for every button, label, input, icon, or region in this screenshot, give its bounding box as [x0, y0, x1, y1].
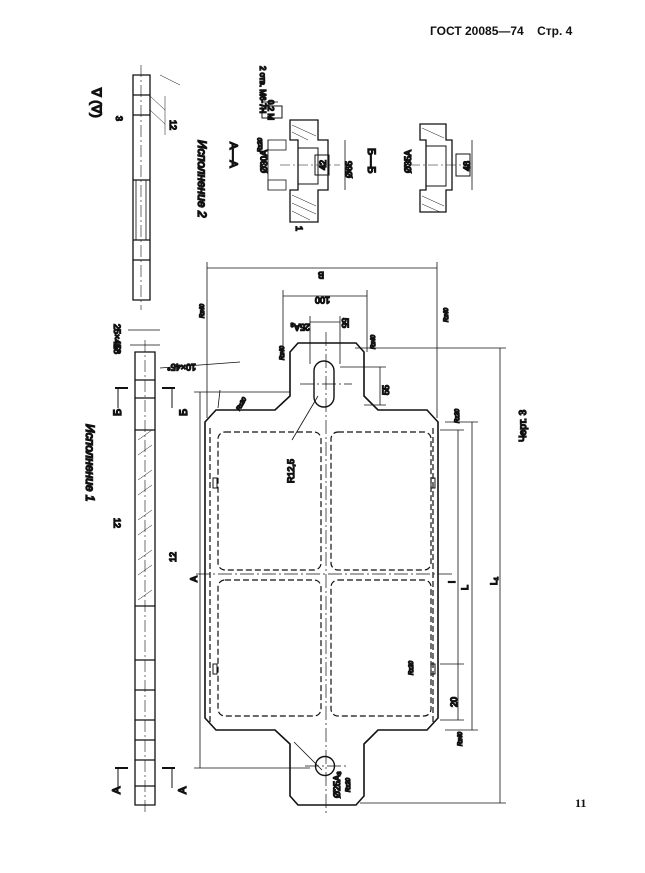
dim-1: 1: [294, 226, 304, 231]
rough-6: Rz20: [455, 408, 461, 423]
dim-L1: L₁: [489, 577, 499, 585]
sect-a-right: А: [177, 786, 189, 794]
dim-b: B: [318, 270, 324, 280]
rough-aa: Rz20: [258, 137, 264, 152]
dim-20: 20: [449, 697, 459, 707]
dim-100: 100: [315, 295, 330, 305]
section-a-a-label: А—А: [227, 142, 239, 168]
dim-d30a: Ø30А: [259, 150, 269, 173]
variant-1-label: Исполнение 1: [83, 424, 97, 502]
dim-r125: R12,5: [286, 459, 296, 483]
dim-3: 3: [114, 116, 124, 121]
page-label: Стр. 4: [537, 24, 573, 38]
holes-spec: 2 отв. М6-7Н: [258, 66, 267, 114]
figure-caption: Черт. 3: [518, 409, 529, 442]
rough-1: Rz40: [200, 303, 206, 318]
dim-25a3: 25А₃: [290, 322, 310, 332]
dim-42: 42: [318, 160, 328, 170]
dim-d25a3: Ø25А₃: [332, 771, 342, 798]
dim-18: 18: [112, 344, 122, 354]
page-number: 11: [575, 796, 587, 810]
side-view-variant-1: [115, 329, 175, 815]
sect-b-left: Б: [112, 409, 124, 416]
section-b-b-label: Б—Б: [365, 148, 377, 173]
dim-d65: Ø65: [344, 161, 354, 178]
dim-12a: 12: [112, 518, 122, 528]
sect-b-right: Б: [178, 409, 190, 416]
dim-d35a: Ø35А: [403, 150, 413, 173]
dim-l: l: [447, 581, 457, 583]
section-b-b: [410, 123, 473, 213]
dim-L: L: [460, 585, 470, 590]
sect-a-left: А: [111, 786, 123, 794]
dim-48: 48: [462, 161, 472, 171]
tolerance-box: 0,2 М: [266, 100, 275, 120]
dim-55-slot: 55: [381, 385, 391, 395]
rough-3: Rz40: [371, 334, 377, 349]
side-view-variant-2: [132, 65, 181, 310]
rough-9: Rz20: [346, 777, 352, 792]
section-a-a: [261, 101, 346, 223]
roughness-symbol: ∇ (∇): [89, 87, 104, 118]
rough-4: Rz40: [280, 345, 286, 360]
plate-plan-view: [196, 332, 452, 815]
dim-55-top: 55: [340, 318, 350, 328]
rough-8: Rz40: [458, 731, 464, 746]
variant-2-label: Исполнение 2: [195, 140, 209, 218]
standard-code: ГОСТ 20085—74: [430, 24, 524, 38]
dim-10x45: 10×45°: [167, 362, 196, 372]
dim-25x45: 25×45°: [112, 324, 122, 353]
dim-a: A: [189, 576, 199, 582]
dim-12c: 12: [168, 120, 178, 130]
rough-7: Rz20: [409, 660, 415, 675]
dim-12b: 12: [168, 552, 178, 562]
rough-2: Rz40: [444, 307, 450, 322]
plate-dimensions: [159, 262, 506, 804]
page-header: ГОСТ 20085—74 Стр. 4: [430, 24, 582, 38]
